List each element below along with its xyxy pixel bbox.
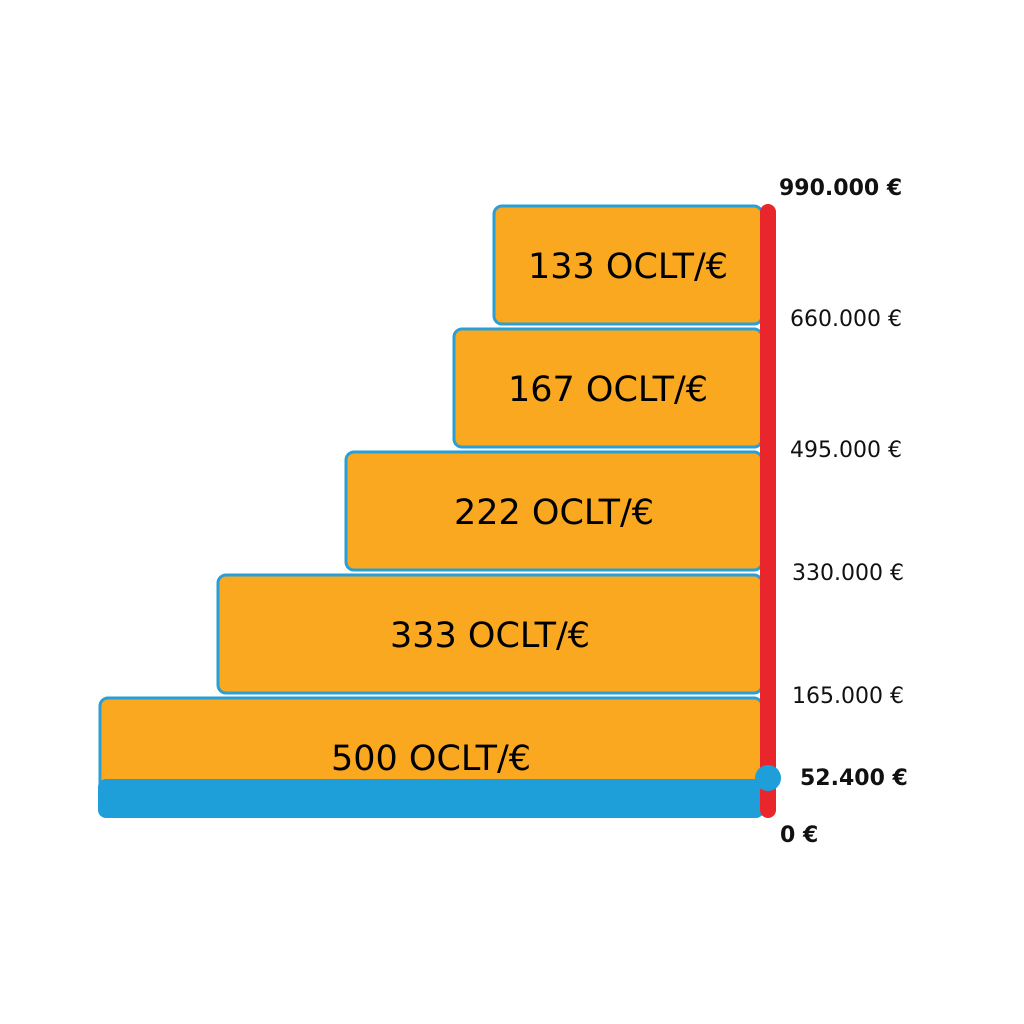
tier-label: 167 OCLT/€ xyxy=(508,370,708,410)
tick-label: 495.000 € xyxy=(790,438,902,463)
progress-layer xyxy=(98,779,764,818)
tier-222: 222 OCLT/€ xyxy=(344,450,764,572)
tier-167: 167 OCLT/€ xyxy=(452,327,764,449)
progress-marker xyxy=(755,765,781,791)
tier-label: 133 OCLT/€ xyxy=(528,247,728,287)
axis-tick-labels: 0 € 165.000 € 330.000 € 495.000 € 660.000 € 9… xyxy=(779,176,908,848)
tick-label: 990.000 € xyxy=(779,176,902,201)
tick-label: 165.000 € xyxy=(792,684,904,709)
tick-label: 0 € xyxy=(780,823,818,848)
progress-bar xyxy=(98,779,764,818)
tier-label: 222 OCLT/€ xyxy=(454,493,654,533)
tier-133: 133 OCLT/€ xyxy=(492,204,764,326)
price-axis xyxy=(755,204,781,818)
tier-bars: 500 OCLT/€ 333 OCLT/€ 222 OCLT/€ 167 OCLT/€… xyxy=(98,204,764,818)
tick-label: 660.000 € xyxy=(790,307,902,332)
tier-333: 333 OCLT/€ xyxy=(216,573,764,695)
tier-label: 500 OCLT/€ xyxy=(331,739,531,779)
progress-label: 52.400 € xyxy=(800,766,908,791)
tier-label: 333 OCLT/€ xyxy=(390,616,590,656)
tick-label: 330.000 € xyxy=(792,561,904,586)
